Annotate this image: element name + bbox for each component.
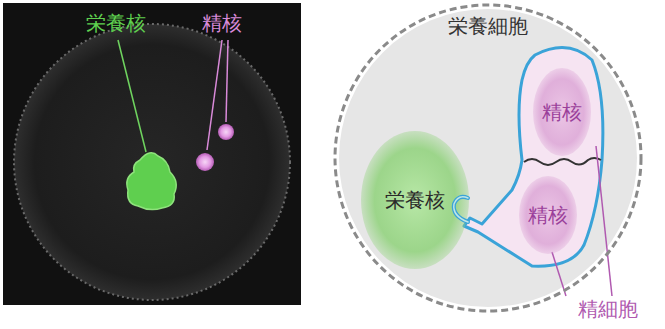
node-label: 精核 <box>528 204 568 227</box>
sperm-nucleus: 精核 <box>532 67 592 157</box>
node-label: 栄養核 <box>385 189 445 212</box>
sperm-cell <box>464 48 603 267</box>
node-label: 精核 <box>542 101 582 124</box>
pollen-grain <box>14 24 290 300</box>
vegetative-nucleus: 栄養核 <box>360 130 470 270</box>
cell-membrane <box>335 5 641 311</box>
part-label: 精核 <box>200 12 244 35</box>
cytoplasm <box>339 9 637 307</box>
vegetative-nucleus-fluorescence <box>127 153 176 210</box>
photo-background <box>3 3 301 305</box>
nucleus-shape <box>533 68 591 156</box>
vegetative-cell: 栄養細胞栄養核精核精核 <box>333 3 643 313</box>
nucleus-shape <box>519 176 577 254</box>
cell-boundary <box>524 158 601 165</box>
nucleus-shape <box>361 131 469 269</box>
leader-line <box>207 40 222 150</box>
sperm-nucleus-fluorescence <box>218 124 234 140</box>
sperm-cell-tail-hook <box>454 197 468 222</box>
sperm-nucleus-fluorescence <box>196 153 214 171</box>
part-label: 精細胞 <box>576 298 640 321</box>
part-label: 栄養核 <box>84 12 148 35</box>
leader-line <box>226 40 228 122</box>
sperm-nucleus: 精核 <box>518 175 578 255</box>
leader-line <box>118 40 146 152</box>
node-label: 栄養細胞 <box>448 15 528 38</box>
leader-line <box>596 146 612 296</box>
sperm-cell-tail-hook <box>454 197 468 222</box>
